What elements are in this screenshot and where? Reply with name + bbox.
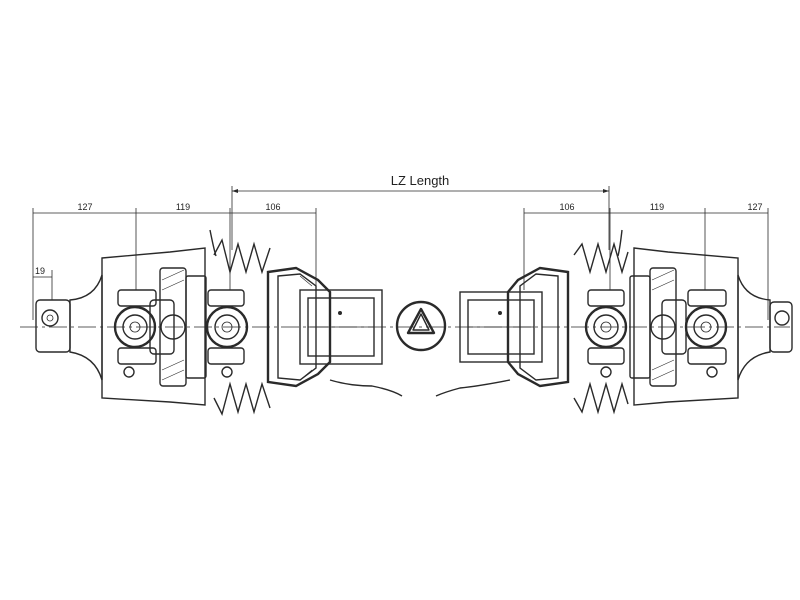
right-quick-release-pin bbox=[737, 274, 793, 381]
left-cone-guard bbox=[266, 266, 332, 388]
right-lower-chain bbox=[435, 379, 511, 397]
dim-left-127: 127 bbox=[77, 202, 92, 212]
lz-length-label: LZ Length bbox=[391, 173, 450, 188]
left-shield-outline bbox=[101, 247, 206, 406]
left-telescoping-tube bbox=[299, 289, 383, 365]
left-lower-chain bbox=[329, 379, 403, 397]
left-quick-release-pin bbox=[35, 274, 103, 381]
right-half-assembly bbox=[435, 229, 793, 415]
right-inner-u-joint bbox=[584, 289, 628, 378]
dim-left-119: 119 bbox=[176, 202, 190, 212]
right-double-yoke bbox=[629, 267, 677, 387]
left-half-assembly bbox=[35, 229, 403, 416]
right-cone-guard bbox=[506, 266, 570, 388]
dim-left-106: 106 bbox=[265, 202, 280, 212]
left-outer-u-joint bbox=[113, 289, 175, 378]
left-upper-chain bbox=[209, 229, 217, 257]
left-bellows-top bbox=[213, 238, 271, 275]
left-bellows-bottom bbox=[213, 381, 271, 416]
dim-right-127: 127 bbox=[747, 202, 762, 212]
right-outer-u-joint bbox=[661, 289, 728, 378]
right-telescoping-tube bbox=[459, 291, 543, 363]
tube-cross-section bbox=[395, 300, 447, 352]
right-bellows-top bbox=[573, 241, 629, 275]
dim-left-19: 19 bbox=[35, 266, 45, 276]
right-bellows-bottom bbox=[573, 381, 629, 415]
right-shield-outline bbox=[633, 247, 739, 406]
right-upper-chain bbox=[617, 229, 623, 257]
dim-right-119: 119 bbox=[650, 202, 664, 212]
dim-right-106: 106 bbox=[559, 202, 574, 212]
left-inner-u-joint bbox=[205, 289, 249, 378]
